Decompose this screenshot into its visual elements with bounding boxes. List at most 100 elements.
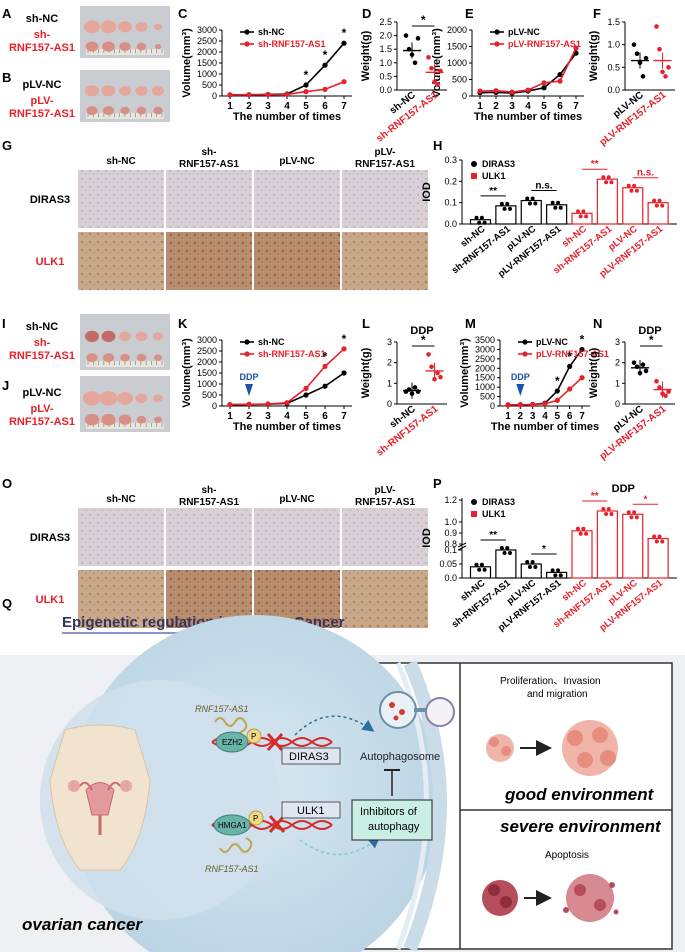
- data-point: [632, 183, 637, 188]
- data-point: [505, 546, 510, 550]
- data-point: [502, 551, 507, 555]
- panel-letter-f: F: [593, 6, 601, 21]
- x-tick-label: 2: [246, 101, 252, 112]
- panel-letter-e: E: [465, 6, 474, 21]
- tumor: [153, 394, 163, 403]
- data-point: [643, 55, 649, 61]
- tumor: [154, 44, 162, 50]
- tumor-apoptosis-before: [482, 880, 518, 916]
- ovary-illustration: [49, 724, 151, 871]
- y-tick-label: 1: [387, 378, 392, 388]
- data-point: [652, 198, 657, 203]
- x-tick-label: 1: [227, 101, 233, 112]
- axis-break: [457, 545, 467, 551]
- chart-title: DDP: [410, 325, 433, 337]
- legend-label: ULK1: [482, 509, 506, 519]
- chart-title: DDP: [638, 325, 661, 337]
- photo-i: [80, 314, 170, 370]
- y-tick-label: 0: [462, 91, 467, 101]
- data-point: [303, 82, 309, 88]
- data-point: [474, 562, 479, 567]
- y-axis-label: IOD: [421, 528, 433, 548]
- y-tick-label: 3000: [197, 25, 217, 35]
- y-tick-label: 0.5: [607, 62, 620, 72]
- data-point: [406, 387, 412, 392]
- tumor: [136, 353, 147, 362]
- data-point: [435, 82, 440, 87]
- ihc-col-label: pLV-NC: [279, 494, 314, 505]
- panel-letter-h: H: [433, 138, 442, 153]
- y-tick-label: 3: [615, 337, 620, 347]
- p-label-upper: P: [251, 732, 256, 741]
- data-point: [654, 203, 659, 208]
- data-point: [604, 180, 609, 185]
- sig-star: *: [323, 349, 328, 363]
- diras3-gene-label: DIRAS3: [289, 751, 329, 763]
- photo-b: [80, 70, 170, 122]
- data-point: [525, 87, 531, 93]
- data-point: [403, 33, 409, 38]
- data-point: [626, 183, 631, 188]
- bar: [596, 510, 618, 579]
- y-tick-label: 2.5: [379, 17, 392, 27]
- data-point: [415, 36, 421, 41]
- series-line-1: [479, 47, 577, 93]
- bar: [571, 212, 593, 225]
- y-tick-label: 2: [387, 358, 392, 368]
- data-point: [637, 370, 643, 376]
- tumor: [118, 21, 132, 33]
- ihc-image-o-0-1: [166, 508, 252, 566]
- data-point: [246, 401, 252, 407]
- ihc-image-g-1-0: [78, 232, 164, 290]
- data-point: [654, 539, 659, 544]
- y-tick-label: 500: [202, 80, 217, 90]
- diras3-gene-box: [281, 747, 341, 765]
- legend-label: pLV-RNF157-AS1: [536, 349, 609, 359]
- ihc-col-label: sh-NC: [106, 156, 135, 167]
- legend-marker: [471, 161, 477, 167]
- data-point: [626, 510, 631, 515]
- tumor: [135, 393, 148, 404]
- y-tick-label: 1000: [475, 382, 495, 392]
- legend-label: sh-NC: [258, 337, 285, 347]
- data-point: [604, 512, 609, 516]
- ihc-image-o-0-2: [254, 508, 340, 566]
- tumor: [152, 86, 164, 96]
- bar: [622, 513, 644, 579]
- bar: [469, 566, 492, 579]
- phospho-lower: [248, 810, 264, 826]
- tumor: [120, 106, 130, 115]
- y-tick-label: 3000: [475, 344, 495, 354]
- rnf157-rna-lower: [219, 837, 253, 853]
- tumor-large-good: [562, 720, 618, 776]
- tumor: [85, 41, 99, 52]
- data-point: [631, 360, 637, 365]
- ihc-image-g-1-2: [254, 232, 340, 290]
- x-tick-label: 6: [322, 101, 328, 112]
- row-label: sh-NC: [26, 321, 58, 333]
- y-tick-label: 0: [212, 91, 217, 101]
- y-tick-label: 1.0: [444, 517, 457, 527]
- x-tick-label: 2: [493, 101, 499, 112]
- ihc-col-label: RNF157-AS1: [355, 159, 415, 170]
- tumor-apoptosis-after: [563, 874, 619, 922]
- tumor: [154, 416, 162, 423]
- bar: [495, 549, 517, 579]
- bar: [647, 537, 669, 579]
- data-point: [663, 74, 668, 79]
- y-tick-label: 0.0: [607, 85, 620, 95]
- y-tick-label: 0.8: [444, 539, 457, 549]
- x-tick-label: 7: [341, 101, 347, 112]
- data-point: [246, 92, 252, 98]
- legend-label: pLV-NC: [536, 337, 568, 347]
- row-label: pLV-: [30, 95, 53, 107]
- data-point: [558, 573, 563, 578]
- photo-j: [80, 376, 170, 432]
- data-point: [474, 215, 479, 220]
- legend-label: sh-RNF157-AS1: [258, 349, 326, 359]
- x-tick-label: 4: [284, 101, 290, 112]
- ihc-col-label: RNF157-AS1: [179, 159, 239, 170]
- panel-letter-k: K: [178, 316, 188, 331]
- x-tick-label: 7: [341, 411, 347, 422]
